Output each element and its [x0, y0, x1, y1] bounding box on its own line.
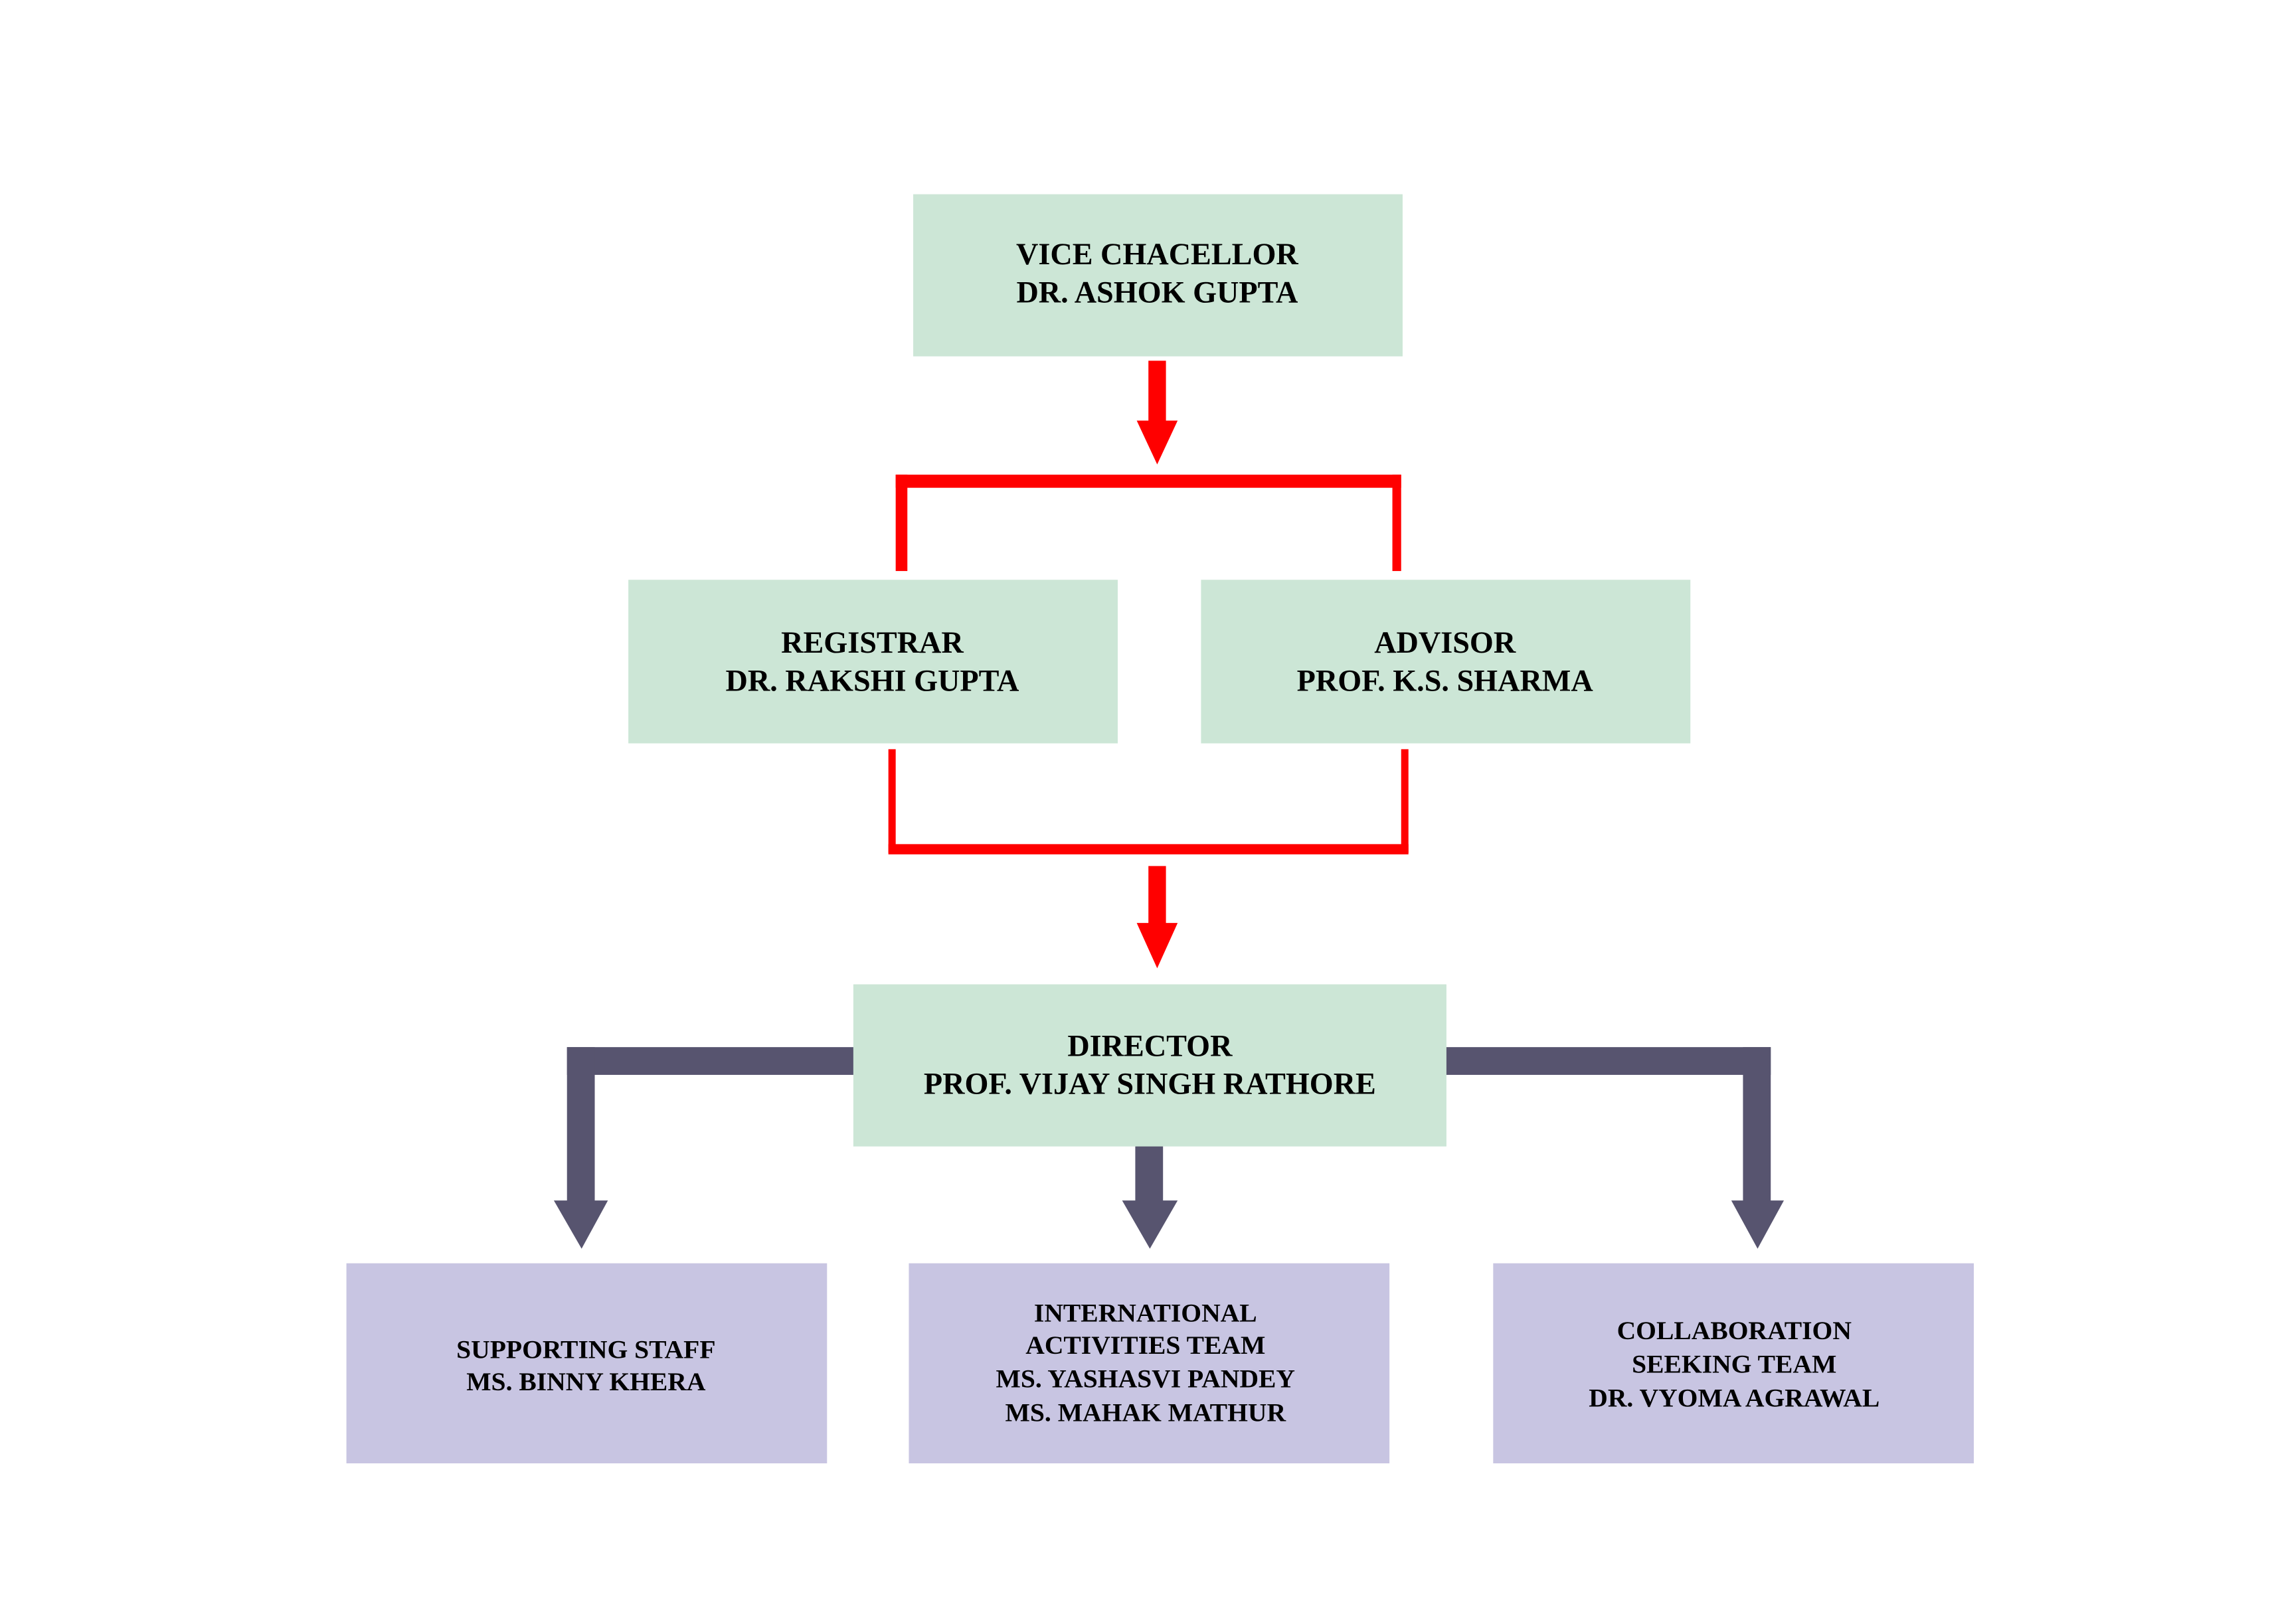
node-person: MS. MAHAK MATHUR — [1005, 1398, 1286, 1427]
node-title: ACTIVITIES TEAM — [1025, 1331, 1265, 1360]
dark-arrow-right — [1443, 1047, 1785, 1249]
node-title: SEEKING TEAM — [1632, 1350, 1836, 1379]
node-person: DR. ASHOK GUPTA — [1016, 275, 1298, 309]
red-arrow-down-icon — [1136, 866, 1178, 969]
node-title: ADVISOR — [1374, 625, 1516, 659]
node-box — [1493, 1263, 1974, 1464]
node-advisor: ADVISOR PROF. K.S. SHARMA — [1201, 580, 1691, 744]
node-title: SUPPORTING STAFF — [456, 1335, 715, 1364]
node-person: PROF. K.S. SHARMA — [1297, 663, 1594, 697]
node-person: DR. RAKSHI GUPTA — [726, 663, 1019, 697]
node-title: REGISTRAR — [781, 625, 964, 659]
red-arrow-down-icon — [1136, 361, 1178, 465]
node-box — [1201, 580, 1691, 744]
node-person: MS. BINNY KHERA — [466, 1367, 706, 1396]
node-box — [346, 1263, 828, 1464]
node-collaboration-team: COLLABORATION SEEKING TEAM DR. VYOMA AGR… — [1493, 1263, 1974, 1464]
node-title: DIRECTOR — [1067, 1028, 1233, 1062]
node-box — [909, 1263, 1390, 1464]
node-box — [628, 580, 1118, 744]
red-bracket-split — [895, 474, 1401, 572]
node-title: VICE CHACELLOR — [1016, 237, 1298, 271]
dark-arrow-left — [553, 1047, 857, 1249]
dark-arrow-center — [1122, 1145, 1178, 1249]
node-supporting-staff: SUPPORTING STAFF MS. BINNY KHERA — [346, 1263, 828, 1464]
node-director: DIRECTOR PROF. VIJAY SINGH RATHORE — [853, 984, 1446, 1147]
node-international-team: INTERNATIONAL ACTIVITIES TEAM MS. YASHAS… — [909, 1263, 1390, 1464]
node-person: DR. VYOMA AGRAWAL — [1589, 1383, 1879, 1412]
node-registrar: REGISTRAR DR. RAKSHI GUPTA — [628, 580, 1118, 744]
node-box — [913, 194, 1403, 357]
node-vice-chancellor: VICE CHACELLOR DR. ASHOK GUPTA — [913, 194, 1403, 357]
node-title: COLLABORATION — [1617, 1316, 1852, 1345]
red-bracket-merge — [888, 749, 1409, 854]
node-title: INTERNATIONAL — [1034, 1299, 1257, 1328]
node-box — [853, 984, 1446, 1147]
node-person: PROF. VIJAY SINGH RATHORE — [924, 1067, 1376, 1101]
node-person: MS. YASHASVI PANDEY — [996, 1364, 1295, 1394]
